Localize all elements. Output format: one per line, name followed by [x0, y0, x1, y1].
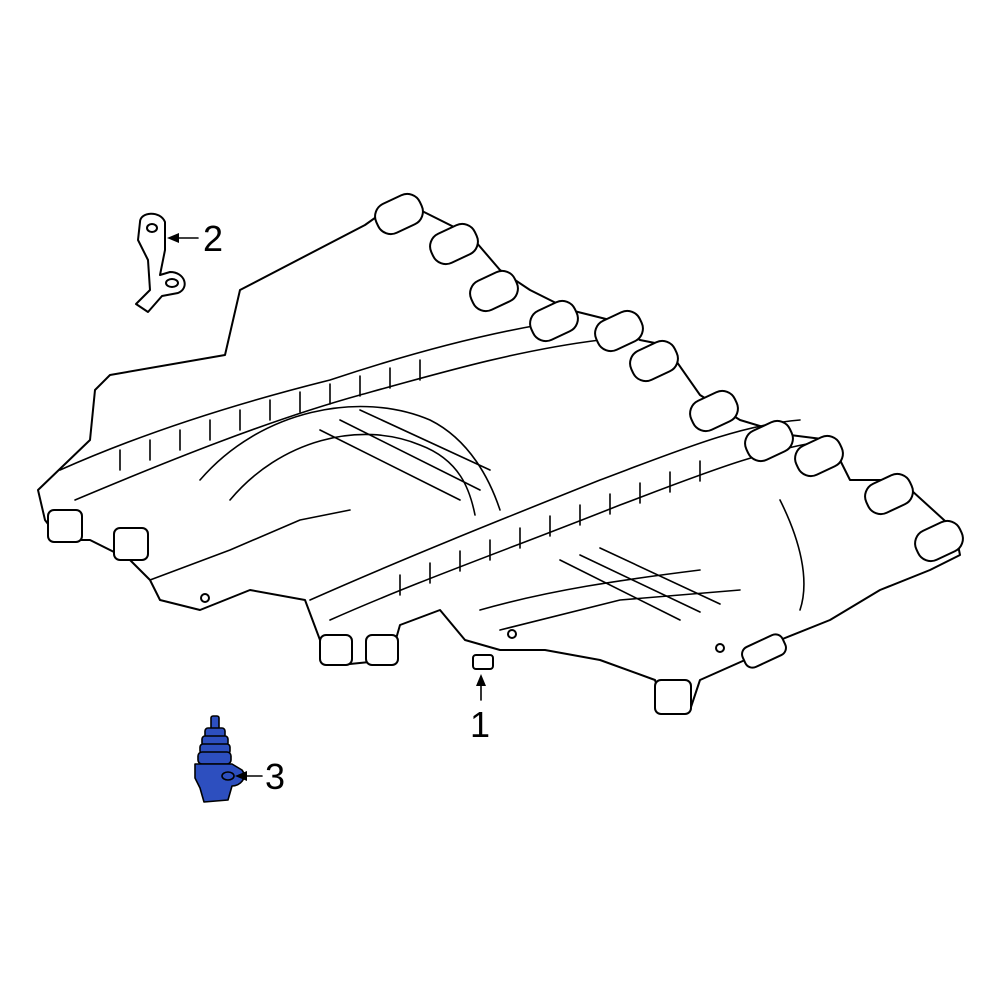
leader-arrow-1: [476, 674, 486, 701]
callout-3: 3: [265, 756, 286, 797]
intake-manifold[interactable]: [37, 189, 968, 715]
callout-2: 2: [203, 218, 224, 259]
leader-arrow-2: [167, 233, 199, 243]
leader-arrow-3: [235, 771, 263, 781]
bracket[interactable]: [135, 212, 186, 313]
callout-1: 1: [470, 704, 491, 745]
sensor[interactable]: [194, 715, 245, 803]
